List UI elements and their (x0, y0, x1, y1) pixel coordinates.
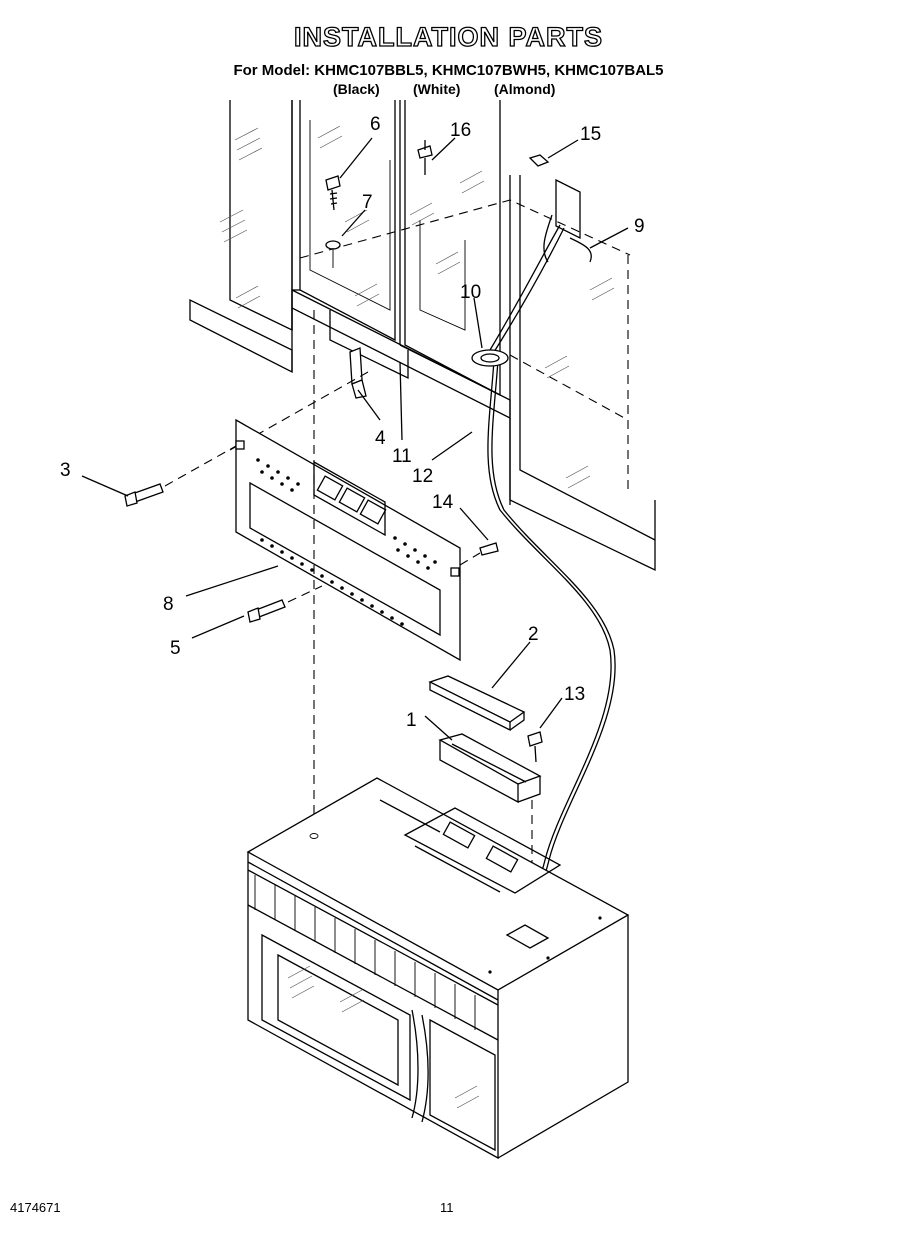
microwave-oven (246, 777, 630, 1160)
plate-vent-holes (256, 458, 437, 626)
screw-13 (527, 731, 543, 870)
power-outlet (543, 178, 592, 263)
callout-13: 13 (564, 684, 585, 705)
callout-2: 2 (528, 624, 539, 645)
callout-labels: 1 2 3 4 5 6 7 8 9 10 11 12 13 14 15 16 (60, 114, 645, 731)
callout-3: 3 (60, 460, 71, 481)
window-glass-hatching (287, 965, 480, 1109)
washer-7 (325, 240, 341, 268)
callout-10: 10 (460, 282, 481, 303)
screw-3 (124, 445, 237, 507)
callout-9: 9 (634, 216, 645, 237)
duct-connector-1 (438, 733, 542, 804)
upper-cabinets (189, 100, 656, 572)
screw-15 (528, 154, 550, 167)
anchor-16 (417, 140, 433, 175)
color-label-almond: (Almond) (494, 81, 556, 97)
screw-14 (459, 542, 499, 566)
page-title: INSTALLATION PARTS (293, 21, 603, 52)
callout-14: 14 (432, 492, 454, 513)
callout-7: 7 (362, 192, 373, 213)
mounting-plate-8 (235, 418, 461, 662)
power-cord (487, 224, 616, 931)
color-label-white: (White) (413, 81, 461, 97)
callout-8: 8 (163, 594, 174, 615)
page-number: 11 (440, 1200, 454, 1215)
screw-6 (325, 175, 341, 211)
leader-lines (81, 137, 629, 741)
callout-11: 11 (392, 446, 412, 467)
hanger-bracket-4 (229, 347, 369, 451)
oven-vent-grille (247, 869, 499, 1041)
model-list: For Model: KHMC107BBL5, KHMC107BWH5, KHM… (233, 62, 664, 79)
damper-2 (428, 675, 526, 732)
callout-5: 5 (170, 638, 181, 659)
document-number: 4174671 (10, 1200, 61, 1215)
cord-grommet-10 (471, 349, 509, 367)
cabinet-glass-hatching (219, 125, 615, 489)
screw-5 (247, 585, 323, 623)
callout-15: 15 (580, 124, 601, 145)
callout-4: 4 (375, 428, 386, 449)
callout-12: 12 (412, 466, 433, 487)
color-label-black: (Black) (333, 81, 380, 97)
callout-6: 6 (370, 114, 381, 135)
callout-16: 16 (450, 120, 471, 141)
callout-1: 1 (406, 710, 417, 731)
